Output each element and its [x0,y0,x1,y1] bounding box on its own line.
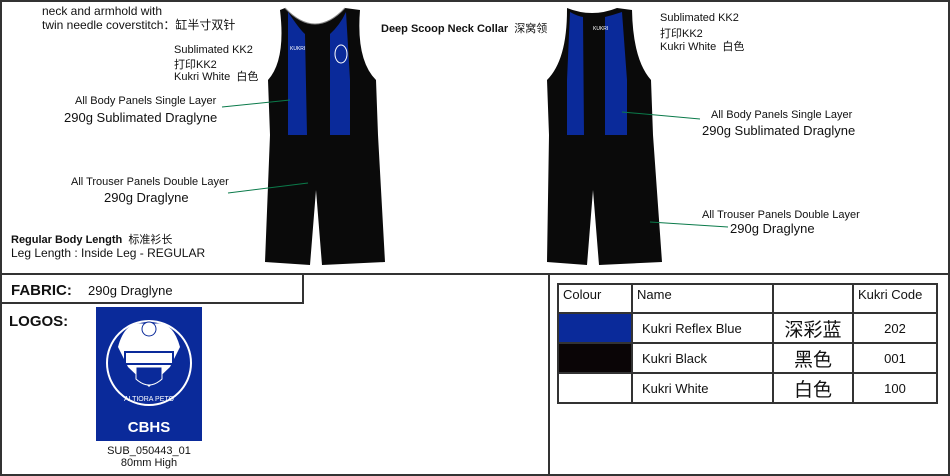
vertical-divider [548,273,550,476]
table-header: Colour Name Kukri Code [557,283,938,314]
colour-cn: 白色 [772,372,854,404]
colour-swatch [557,312,633,344]
back-print-2: 打印KK2 [660,28,703,40]
colour-swatch [557,372,633,404]
coverstitch-text: twin needle coverstitch [42,18,164,32]
fabric-box: FABRIC: 290g Draglyne [0,273,304,304]
leader-lines [221,99,729,228]
colour-table: Colour Name Kukri Code Kukri Reflex Blue… [557,283,938,404]
back-garment: KUKRI [547,8,662,265]
colour-name: Kukri Black [631,342,774,374]
coverstitch-cn: ：缸半寸双针 [163,18,236,32]
logo-motto: ALTIORA PETO [124,396,174,403]
header-colour: Colour [557,283,633,314]
colour-cn: 黑色 [772,342,854,374]
front-garment: KUKRI [265,7,385,265]
colour-code: 202 [852,312,938,344]
cbhs-logo: ALTIORA PETO CBHS [96,307,202,441]
logos-label: LOGOS: [9,313,69,330]
collar-text: Deep Scoop Neck Collar [381,23,509,35]
table-row: Kukri Black 黑色 001 [557,342,938,374]
colour-swatch [557,342,633,374]
back-print-3: Kukri White 白色 [660,38,744,54]
back-print-3-text: Kukri White [660,41,717,53]
front-trouser-2: 290g Draglyne [104,190,189,205]
table-row: Kukri Reflex Blue 深彩蓝 202 [557,312,938,344]
body-length-text: Regular Body Length [11,234,123,246]
coverstitch-note-2: twin needle coverstitch：缸半寸双针 [42,16,235,33]
header-name: Name [631,283,774,314]
back-print-3-cn: 白色 [722,41,745,53]
header-cn [772,283,854,314]
coverstitch-note-1: neck and armhold with [42,4,163,18]
colour-name: Kukri Reflex Blue [631,312,774,344]
back-body-2: 290g Sublimated Draglyne [702,123,856,138]
colour-name: Kukri White [631,372,774,404]
front-print-2: 打印KK2 [174,59,217,71]
header-code: Kukri Code [852,283,938,314]
front-print-1: Sublimated KK2 [174,44,253,56]
fabric-value: 290g Draglyne [88,283,173,298]
logo-text: CBHS [127,419,171,436]
section-divider [0,273,950,275]
front-trouser-1: All Trouser Panels Double Layer [71,176,229,188]
logo-code: SUB_050443_01 [107,445,191,457]
front-body-2: 290g Sublimated Draglyne [64,110,218,125]
front-print-3-cn: 白色 [236,71,259,83]
body-length-cn: 标准衫长 [128,234,173,246]
logo-size: 80mm High [120,457,178,469]
back-trouser-2: 290g Draglyne [730,221,815,236]
front-print-3-text: Kukri White [174,71,231,83]
front-body-1: All Body Panels Single Layer [75,95,217,107]
table-row: Kukri White 白色 100 [557,372,938,404]
colour-code: 001 [852,342,938,374]
fabric-label: FABRIC: [11,282,72,299]
svg-text:KUKRI: KUKRI [290,46,305,52]
colour-code: 100 [852,372,938,404]
collar-note: Deep Scoop Neck Collar 深窝领 [381,20,547,36]
back-trouser-1: All Trouser Panels Double Layer [702,209,860,221]
front-print-3: Kukri White 白色 [174,68,258,84]
svg-text:KUKRI: KUKRI [593,26,608,32]
collar-cn: 深窝领 [514,23,548,35]
colour-cn: 深彩蓝 [772,312,854,344]
back-print-1: Sublimated KK2 [660,12,739,24]
leg-length: Leg Length : Inside Leg - REGULAR [11,246,206,260]
back-body-1: All Body Panels Single Layer [711,109,853,121]
body-length: Regular Body Length 标准衫长 [11,231,172,247]
